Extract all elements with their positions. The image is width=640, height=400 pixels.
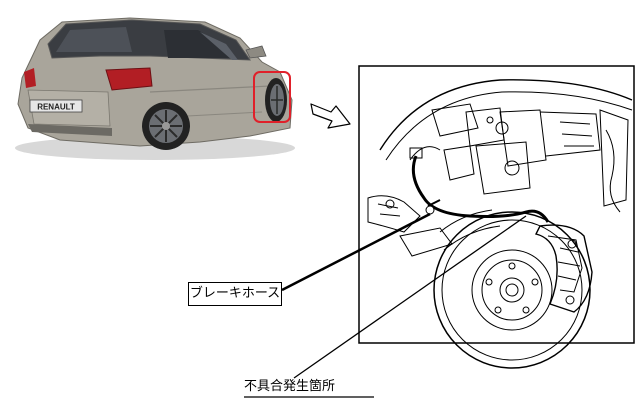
rear-wheel: [142, 102, 190, 150]
front-wheel: [265, 78, 287, 122]
brake-assembly-drawing: [367, 79, 633, 369]
brake-hose-leader-line: [281, 212, 431, 292]
detail-frame: [358, 65, 635, 344]
wheel-highlight-box: [253, 71, 291, 123]
direction-arrow: [310, 103, 351, 129]
brake-hose-label: ブレーキホース: [188, 282, 282, 306]
failure-location-leader-line: [293, 215, 527, 379]
car-badge-text: RENAULT: [37, 103, 75, 112]
car-illustration: RENAULT: [15, 17, 295, 160]
failure-location-label: 不具合発生箇所: [244, 379, 336, 394]
